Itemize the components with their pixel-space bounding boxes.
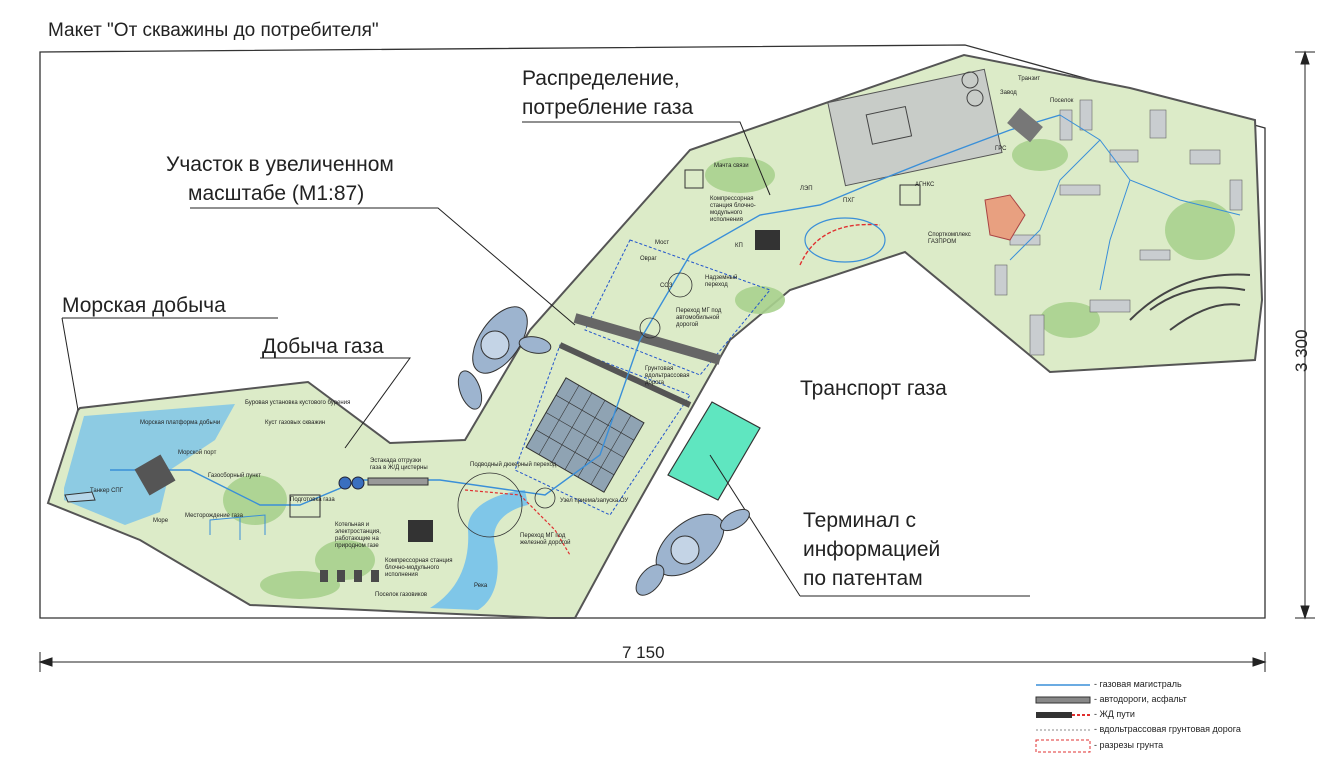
label-oil-node: Узел приема/запуска ОУ [560,498,629,504]
label-sport: Спорткомплекс ГАЗПРОМ [928,232,971,245]
river-crossing-circle [457,472,523,538]
label-png: ПХГ [843,198,855,204]
legend-dirt-road: - вдольтрассовая грунтовая дорога [1036,724,1316,738]
callout-enlarged-line2: масштабе (М1:87) [188,182,365,205]
label-overpass: Надземный переход [705,275,738,288]
enlarged-section [584,239,771,376]
gas-main-line [110,114,1061,506]
dimension-width: 7 150 [622,643,665,662]
label-crossing-river: Подводный дюкерный переход [470,462,557,468]
callout-enlarged: Участок в увеличенном масштабе (М1:87) [166,150,394,208]
label-gas-prep: Подготовка газа [290,497,335,503]
callout-terminal-line2: информацией [803,538,941,561]
callout-production: Добыча газа [262,335,384,358]
callout-enlarged-line1: Участок в увеличенном [166,153,394,176]
label-sea-platform: Морская платформа добычи [140,420,221,426]
highway [573,313,722,365]
label-cluster: Куст газовых скважин [265,420,326,426]
port-building [134,454,176,496]
label-earth-road: Грунтовая вдольтрассовая дорога [645,366,690,386]
legend-road: - автодороги, асфальт [1036,694,1316,708]
village-blocks [994,99,1243,356]
label-cz: СОЗ [660,283,673,289]
legend-rail-label: - ЖД пути [1094,709,1135,719]
label-settlement-gas: Поселок газовиков [375,592,428,598]
dimension-height: 3 300 [1292,329,1311,372]
label-lep: ЛЭП [800,186,813,192]
label-gas-collection: Газосборный пункт [208,473,261,479]
callout-distribution-line1: Распределение, [522,67,680,90]
callout-terminal-line1: Терминал с [803,509,917,532]
page-title: Макет "От скважины до потребителя" [48,20,379,41]
legend-road-label: - автодороги, асфальт [1094,694,1187,704]
legend-rail: - ЖД пути [1036,709,1316,723]
label-agnks: АГНКС [915,182,935,188]
human-figure-1 [457,306,552,410]
label-sea: Море [153,518,169,524]
gas-branches [209,114,1241,540]
terminal-area [667,401,761,501]
label-tanker: Танкер СПГ [90,488,123,494]
label-gas-field: Месторождение газа [185,513,243,519]
storage-ellipse [804,217,886,263]
label-boiler: Котельная и электростанция, работающие н… [335,522,381,549]
label-compressor1: Компрессорная станция блочно-модульного … [385,558,453,578]
soil-section-2 [464,489,571,556]
legend-swatches [1035,684,1091,753]
label-loading: Эстакада отгрузки газа в Ж/Д цистерны [370,458,428,471]
red-sports [984,194,1026,241]
label-river: Река [474,583,488,589]
label-grs: ГРС [995,146,1007,152]
label-comm-tower: Мачта связи [714,163,749,169]
dimension-lines [38,50,1315,672]
legend-dirt-road-label: - вдольтрассовая грунтовая дорога [1094,724,1241,734]
soil-section-1 [799,223,881,266]
callout-lines [61,121,1030,597]
callout-distribution: Распределение, потребление газа [522,64,693,122]
label-sea-port: Морской порт [178,450,217,456]
label-bridge: Мост [655,240,670,246]
legend-soil-section: - разрезы грунта [1036,740,1316,754]
label-crossing-rail: Переход МГ под железной дорогой [520,533,571,546]
callout-terminal: Терминал с информацией по патентам [803,506,940,593]
label-kp: КП [735,243,743,249]
housing-arcs [1129,273,1251,331]
legend-gas-main: - газовая магистраль [1036,679,1316,693]
label-village: Поселок [1050,98,1074,104]
callout-distribution-line2: потребление газа [522,96,694,119]
river [430,490,528,610]
label-drilling: Буровая установка кустового бурения [245,400,351,406]
label-factory: Завод [1000,90,1017,96]
callout-terminal-line3: по патентам [803,567,923,590]
railway [558,342,692,408]
label-crossing-road: Переход МГ под автомобильной дорогой [676,308,722,328]
label-compressor2: Компрессорная станция блочно-модульного … [710,196,756,223]
callout-transport: Транспорт газа [800,377,947,400]
label-ravine: Овраг [640,256,657,262]
factory-zone [827,68,1003,187]
callout-sea: Морская добыча [62,294,226,317]
tanker [64,491,96,503]
legend-soil-section-label: - разрезы грунта [1094,740,1164,750]
human-figure-2 [635,508,750,596]
label-transit: Транзит [1018,76,1041,82]
legend-gas-main-label: - газовая магистраль [1094,679,1182,689]
